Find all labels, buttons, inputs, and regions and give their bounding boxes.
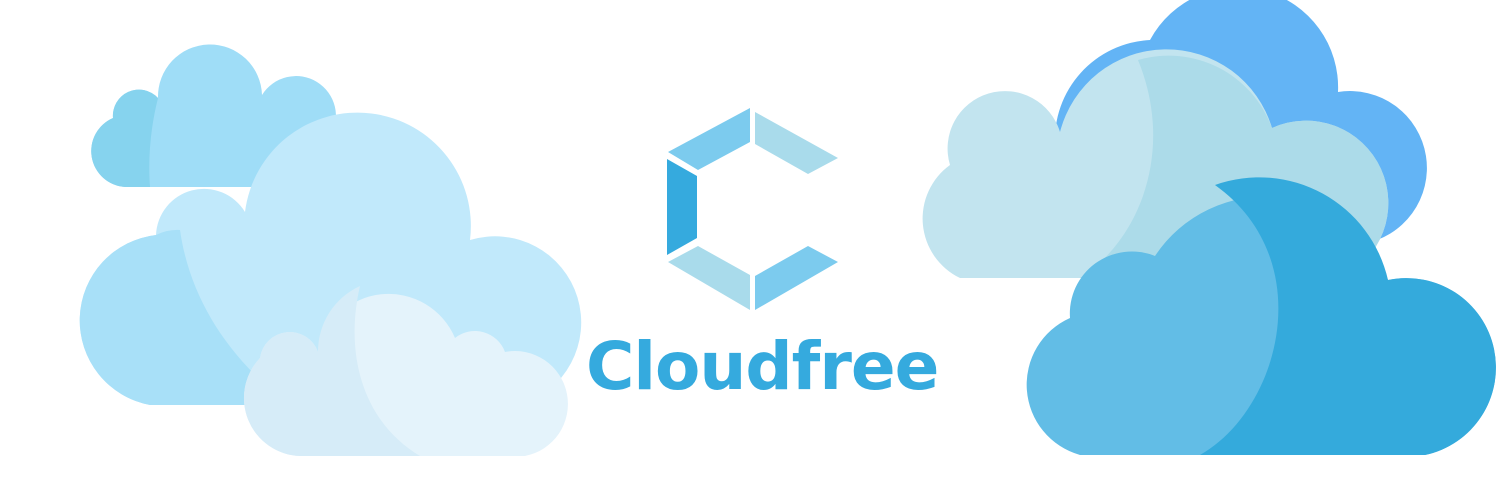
- large-cloud-icon: [79, 112, 582, 405]
- front-cloud-icon: [243, 286, 568, 456]
- deep-cloud-icon: [1026, 177, 1496, 455]
- brand-name: Cloudfree: [586, 328, 939, 405]
- hexagon-c-logo-icon: [667, 108, 838, 310]
